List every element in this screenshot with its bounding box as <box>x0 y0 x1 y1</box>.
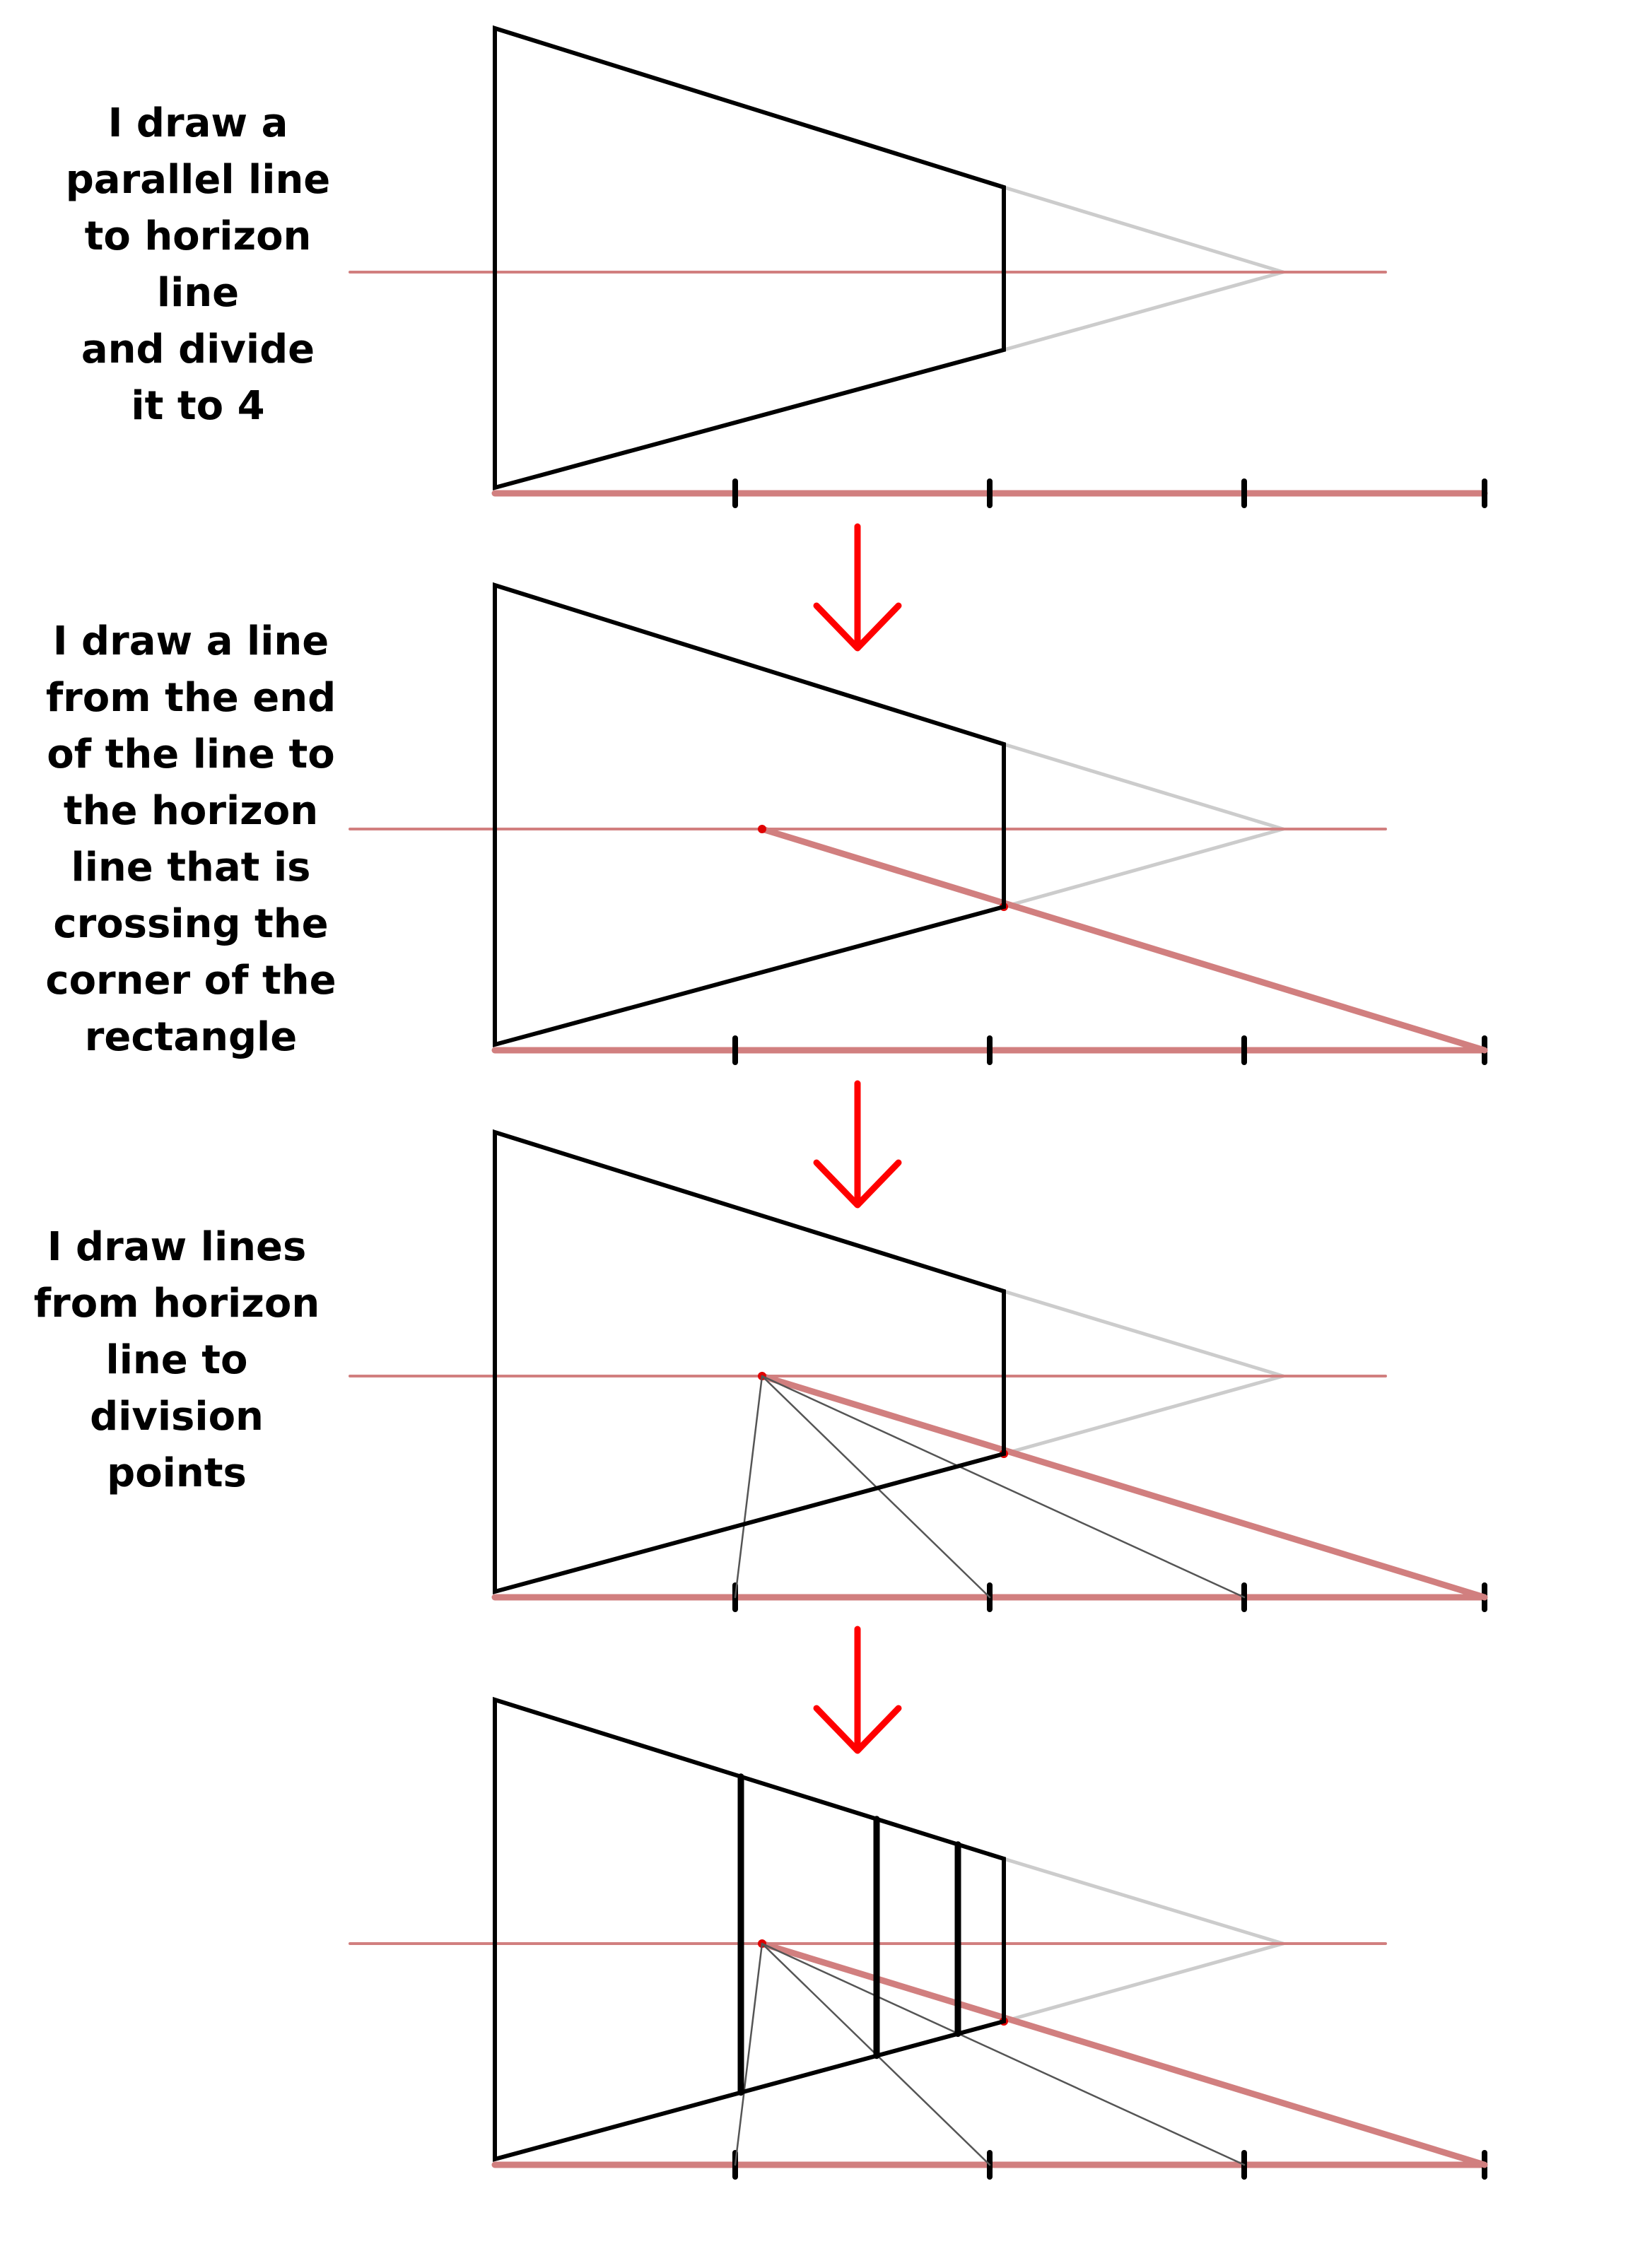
diagonal-line <box>759 1373 1488 1601</box>
step-arrow-1 <box>813 523 902 652</box>
trapezoid-outline <box>493 25 1006 490</box>
step-arrow-3 <box>813 1626 902 1754</box>
arrow-head <box>813 1159 902 1209</box>
trapezoid-outline <box>493 582 1006 1047</box>
construction-line-1 <box>734 1942 763 2166</box>
panel-2 <box>349 582 1488 1065</box>
arrow-head <box>813 602 902 652</box>
arrow-head <box>813 1705 902 1754</box>
step-arrow-2 <box>813 1080 902 1209</box>
construction-line-3 <box>761 1942 1246 2166</box>
step-2-text: I draw a line from the end of the line t… <box>45 618 336 1060</box>
vanishing-guide-bottom <box>1002 270 1285 352</box>
panel-1 <box>349 25 1488 508</box>
vanishing-guide-bottom <box>1002 1941 1285 2023</box>
diagonal-line <box>759 825 1488 1054</box>
panel-4 <box>349 1696 1488 2180</box>
diagonal-line <box>759 1940 1488 2168</box>
step-3-text: I draw lines from horizon line to divisi… <box>33 1224 320 1496</box>
vanishing-guide-top <box>1002 1289 1285 1378</box>
vanishing-guide-bottom <box>1002 1374 1285 1456</box>
trapezoid-outline <box>493 1696 1006 2162</box>
trapezoid-outline <box>493 1129 1006 1594</box>
vanishing-guide-bottom <box>1002 827 1285 909</box>
horizon-point <box>758 825 766 833</box>
step-1-text: I draw a parallel line to horizon line a… <box>65 100 331 429</box>
construction-line-3 <box>761 1375 1246 1599</box>
vanishing-guide-top <box>1002 185 1285 274</box>
vanishing-guide-top <box>1002 1857 1285 1946</box>
panel-3 <box>349 1129 1488 1612</box>
construction-line-1 <box>734 1375 763 1599</box>
vanishing-guide-top <box>1002 742 1285 831</box>
